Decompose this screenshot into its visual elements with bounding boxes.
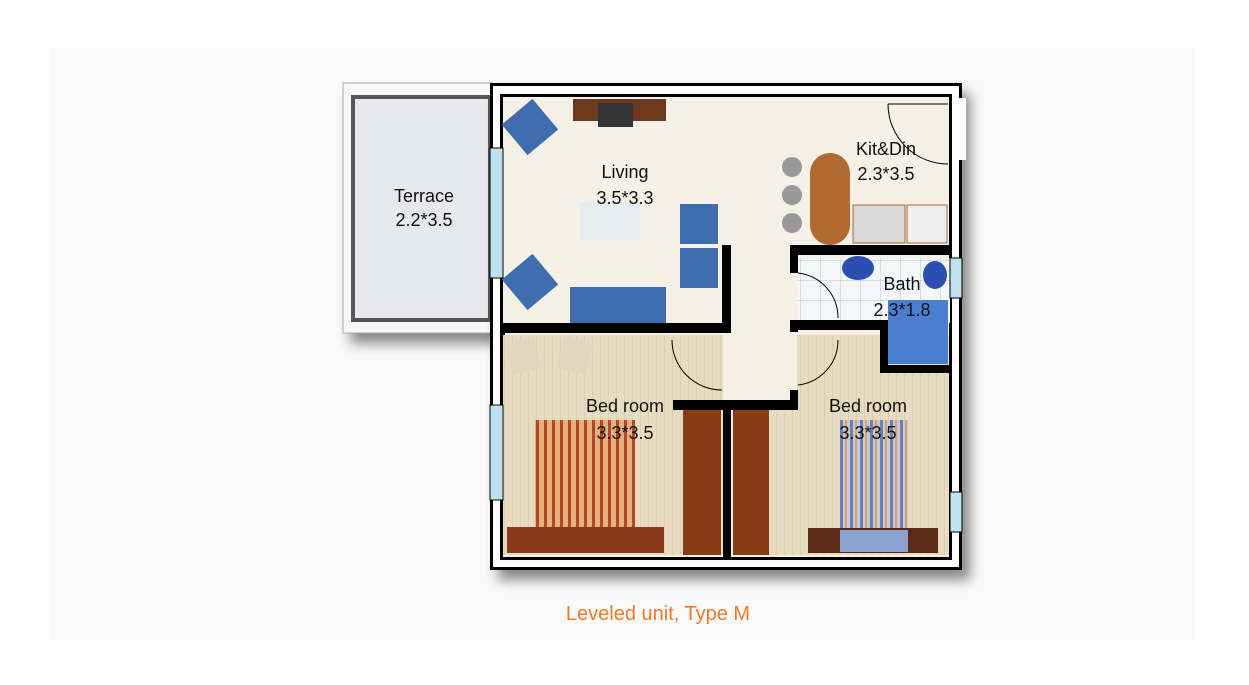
armchair <box>680 248 718 288</box>
wardrobe <box>733 410 769 555</box>
double-bed <box>535 420 635 530</box>
chair <box>556 336 594 376</box>
room-size: 2.3*1.8 <box>873 300 930 320</box>
bedroom-left-door[interactable] <box>671 339 723 391</box>
room-name: Terrace <box>394 186 454 206</box>
room-size: 3.3*3.5 <box>839 423 896 443</box>
single-bed <box>840 420 908 530</box>
bed-headboard <box>507 527 664 553</box>
entrance-gap <box>952 98 966 160</box>
room-size: 2.3*3.5 <box>857 164 914 184</box>
toilet <box>923 261 947 289</box>
entrance-door[interactable] <box>887 103 949 165</box>
windows <box>489 147 963 533</box>
desk-chair <box>598 103 633 127</box>
room-name: Bed room <box>829 396 907 416</box>
room-name: Living <box>601 162 648 182</box>
bath-door[interactable] <box>797 272 839 319</box>
bedroom-right-door[interactable] <box>797 339 839 386</box>
armchair <box>501 98 559 156</box>
room-size: 3.5*3.3 <box>596 188 653 208</box>
room-labels: Terrace 2.2*3.5 Living 3.5*3.3 Kit&Din 2… <box>394 139 931 443</box>
stove <box>852 204 906 244</box>
armchair <box>501 253 559 311</box>
coffee-table <box>580 202 640 240</box>
chair <box>504 336 542 376</box>
wardrobe <box>683 410 721 555</box>
room-size: 3.3*3.5 <box>596 423 653 443</box>
plan-caption: Leveled unit, Type M <box>565 603 751 625</box>
terrace <box>342 82 494 334</box>
sofa <box>570 287 666 323</box>
bathtub <box>888 300 948 364</box>
room-size: 2.2*3.5 <box>395 210 452 230</box>
interior-walls <box>500 245 952 557</box>
room-name: Kit&Din <box>856 139 916 159</box>
washbasin <box>842 256 874 280</box>
armchair <box>680 204 718 244</box>
room-name: Bed room <box>586 396 664 416</box>
furniture <box>501 98 948 555</box>
sink <box>906 204 948 244</box>
dining-table <box>810 153 850 245</box>
room-name: Bath <box>883 274 920 294</box>
